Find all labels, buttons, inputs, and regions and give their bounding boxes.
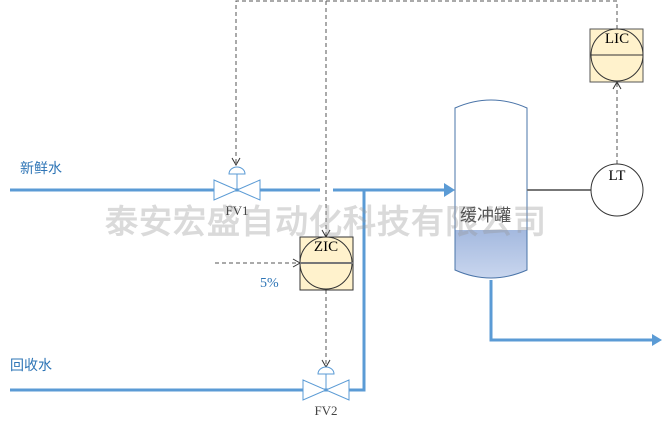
zic-instrument [299, 236, 354, 291]
lic-instrument [589, 28, 644, 83]
outlet-pipe [489, 280, 652, 342]
recycle-pipe [10, 190, 366, 392]
lt-label: LT [608, 168, 626, 184]
inlet-arrow [444, 183, 455, 197]
zic-label: ZIC [313, 239, 339, 255]
buffer-tank [454, 99, 528, 279]
lic-signal-line [235, 0, 618, 164]
fresh-water-label: 新鲜水 [20, 161, 62, 177]
lt-instrument [590, 163, 644, 217]
recycled-water-label: 回收水 [10, 358, 52, 374]
fv1-label: FV1 [225, 203, 249, 218]
arrow-fv1 [231, 157, 241, 167]
setpoint-value: 5% [260, 276, 279, 291]
fv2-label: FV2 [314, 403, 338, 418]
valve-fv1 [213, 166, 261, 201]
valve-fv2 [302, 366, 350, 401]
outlet-arrow [652, 334, 662, 346]
watermark: 泰安宏盛自动化科技有限公司 [105, 202, 547, 241]
lic-label: LIC [604, 31, 630, 47]
tank-label: 缓冲罐 [460, 206, 511, 226]
